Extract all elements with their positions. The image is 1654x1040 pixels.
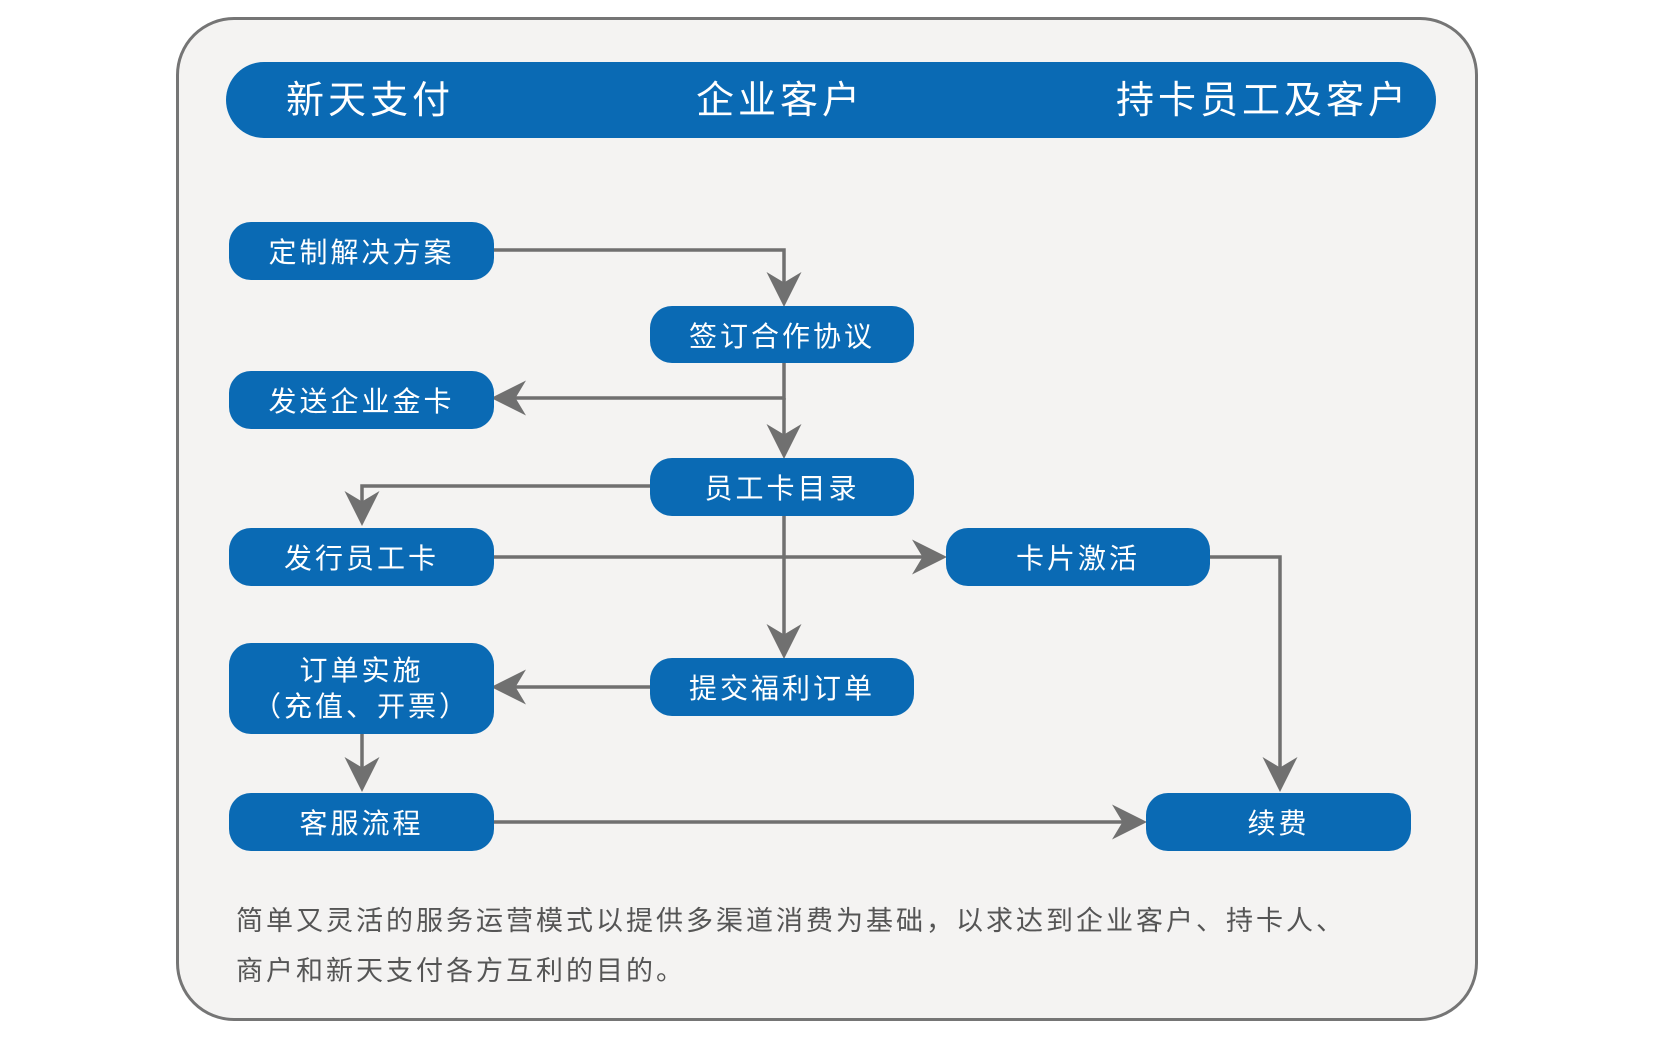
node-custom-solution: 定制解决方案 [229,222,494,280]
connector-agreement-to-gold-card [491,363,786,416]
header-label-provider: 新天支付 [286,78,455,122]
node-order-implementation-title: 订单实施 [299,653,424,687]
node-sign-agreement: 签订合作协议 [650,306,914,363]
node-customer-service-process: 客服流程 [229,793,494,851]
node-employee-card-catalog: 员工卡目录 [650,458,914,516]
header-label-enterprise: 企业客户 [695,78,864,122]
header-bar [226,62,1436,138]
caption-line-1: 简单又灵活的服务运营模式以提供多渠道消费为基础，以求达到企业客户、持卡人、 [236,906,1346,937]
node-send-gold-card: 发送企业金卡 [229,371,494,429]
header-label-cardholder: 持卡员工及客户 [1115,78,1410,122]
node-renewal: 续费 [1146,793,1411,851]
diagram-caption: 简单又灵活的服务运营模式以提供多渠道消费为基础，以求达到企业客户、持卡人、 商户… [236,897,1436,997]
node-order-implementation-detail: （充值、开票） [252,689,470,723]
node-card-activation: 卡片激活 [946,528,1210,586]
caption-line-2: 商户和新天支付各方互利的目的。 [236,956,686,987]
connector-activation-to-renewal [1210,555,1298,792]
node-issue-employee-card: 发行员工卡 [229,528,494,586]
connector-catalog-to-issue-card [344,484,650,526]
node-submit-welfare-order: 提交福利订单 [650,658,914,716]
diagram-panel [176,17,1478,1021]
node-order-implementation: 订单实施 （充值、开票） [229,643,494,734]
connector-solution-to-agreement [494,248,802,307]
